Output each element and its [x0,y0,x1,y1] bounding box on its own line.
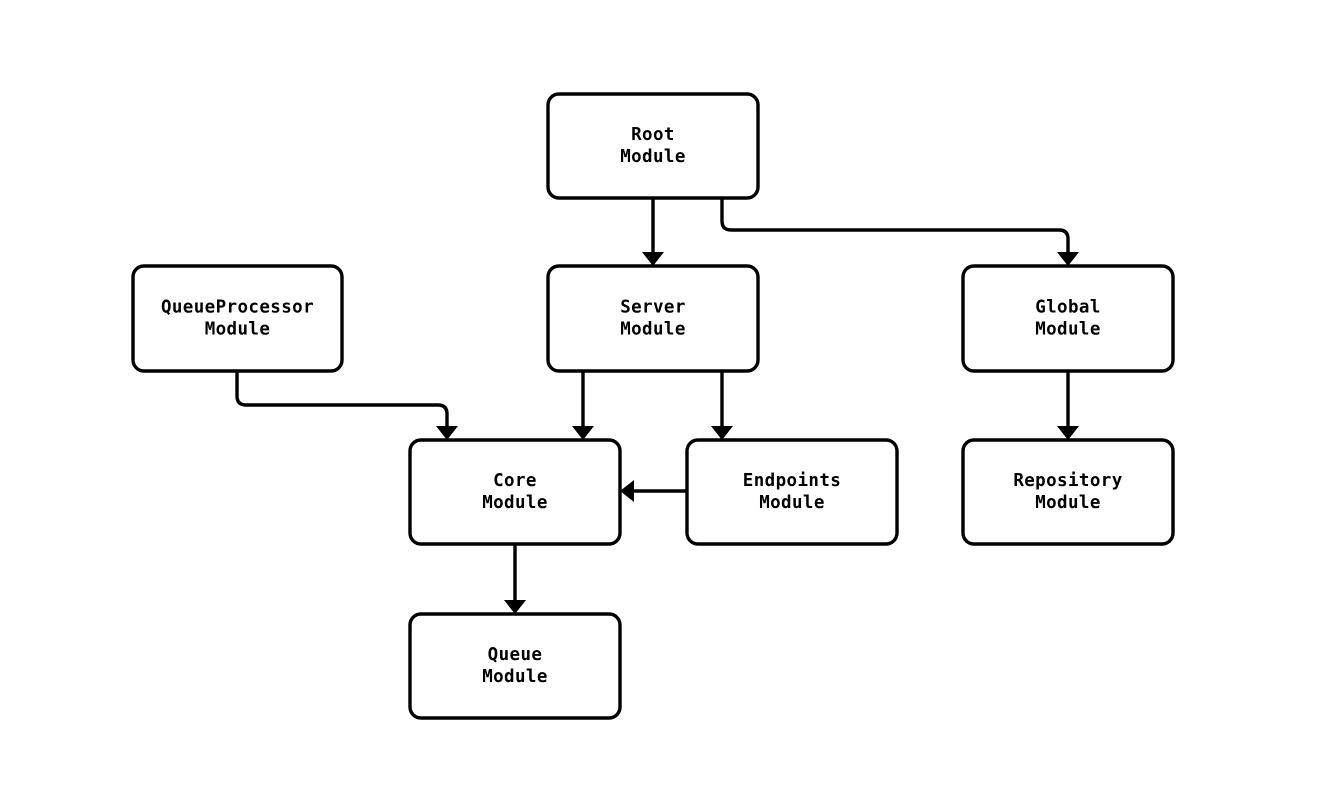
queue-module-node-label-line1: Queue [488,645,543,665]
edge-global-to-repository [1057,371,1079,440]
queueprocessor-module-node-label-line2: Module [205,320,271,340]
server-module-node-label-line2: Module [620,320,686,340]
endpoints-module-node-label-line2: Module [759,493,825,513]
edge-server-to-endpoints-arrowhead [711,426,733,440]
endpoints-module-node-shape[interactable] [685,438,899,546]
edge-root-to-server [642,198,664,266]
repository-module-node-shape[interactable] [961,438,1175,546]
global-module-node-shape[interactable] [961,264,1175,373]
queueprocessor-module-node-shape[interactable] [131,264,344,373]
root-module-node-label-line1: Root [631,125,675,145]
server-module-node-shape[interactable] [546,264,760,373]
edge-server-to-endpoints [711,371,733,440]
edge-core-to-queue [504,544,526,614]
repository-module-node-label-line2: Module [1035,493,1101,513]
global-module-node-label-line2: Module [1035,320,1101,340]
repository-module-node-label-line1: Repository [1013,471,1122,491]
global-module-node-label-line1: Global [1035,298,1101,318]
root-module-node-label-line2: Module [620,147,686,167]
core-module-node-shape[interactable] [408,438,622,546]
queue-module-node-shape[interactable] [408,612,622,720]
edge-queueprocessor-to-core-line [235,371,449,432]
edge-server-to-core [572,371,594,440]
queue-module-node-label-line2: Module [482,667,548,687]
edge-root-to-global-arrowhead [1057,252,1079,266]
edge-core-to-queue-arrowhead [504,600,526,614]
edge-layer [235,198,1079,614]
edge-root-to-global-line [720,198,1070,258]
endpoints-module-node-label-line1: Endpoints [743,471,841,491]
edge-endpoints-to-core-arrowhead [620,480,634,502]
edge-root-to-server-arrowhead [642,252,664,266]
edge-queueprocessor-to-core [235,371,458,440]
edge-queueprocessor-to-core-arrowhead [436,426,458,440]
core-module-node-label-line2: Module [482,493,548,513]
core-module-node-label-line1: Core [493,471,537,491]
edge-global-to-repository-arrowhead [1057,426,1079,440]
server-module-node-label-line1: Server [620,298,686,318]
edge-server-to-core-arrowhead [572,426,594,440]
edge-endpoints-to-core [620,480,687,502]
queueprocessor-module-node-label-line1: QueueProcessor [161,298,314,318]
edge-root-to-global [720,198,1079,266]
root-module-node-shape[interactable] [546,92,760,200]
